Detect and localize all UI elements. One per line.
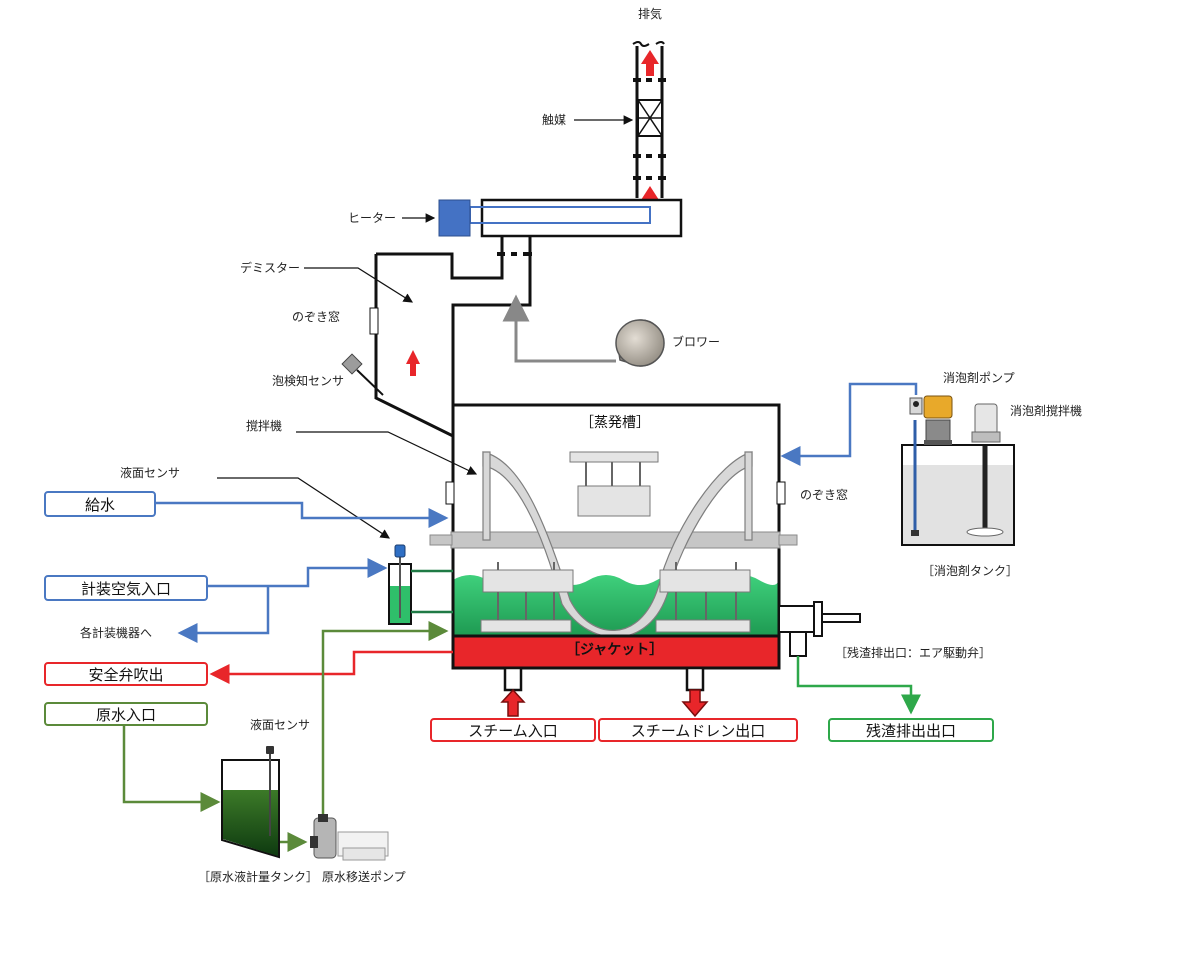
raw-metering-tank xyxy=(221,746,280,859)
demister-column xyxy=(374,236,532,438)
window-tank-left xyxy=(445,481,455,505)
level-sensor-upper-label: 液面センサ xyxy=(120,466,181,480)
heater-label: ヒーター xyxy=(348,211,397,225)
residue-valve xyxy=(778,601,861,657)
exhaust-label: 排気 xyxy=(638,7,663,21)
evaporation-tank xyxy=(451,403,781,638)
agitator-hardware xyxy=(480,451,751,633)
residue-line xyxy=(796,656,921,715)
window-left-label: のぞき窓 xyxy=(292,310,341,324)
residue-outlet-box: 残渣排出出口 xyxy=(828,718,994,742)
raw-transfer-pump xyxy=(310,814,389,861)
agitator-shaft xyxy=(450,531,781,549)
agitator-blades xyxy=(482,451,753,638)
steam-in-arrow xyxy=(500,688,526,717)
agitator-label: 撹拌機 xyxy=(246,419,283,433)
level-sensor-column xyxy=(388,544,412,625)
defoamer-pump xyxy=(909,395,953,445)
heater-block xyxy=(438,199,471,237)
agitator-leader xyxy=(296,431,478,475)
raw-tank-label: ［原水液計量タンク］ xyxy=(198,870,319,884)
foam-sensor xyxy=(341,353,384,396)
window-left-glass xyxy=(369,307,379,335)
instrument-branch-line xyxy=(177,586,270,643)
defoamer-agitator-label: 消泡剤撹拌機 xyxy=(1010,404,1083,418)
catalyst-element xyxy=(637,99,663,137)
blower-air-line xyxy=(502,294,616,363)
duct-flange xyxy=(497,252,532,256)
tank-title: ［蒸発槽］ xyxy=(580,415,650,431)
raw-transfer-line xyxy=(321,621,449,816)
demister-label: デミスター xyxy=(240,261,301,275)
blower xyxy=(615,319,665,367)
level-sensor-lower-label: 液面センサ xyxy=(250,718,311,732)
residue-valve-label: ［残渣排出口：エア駆動弁］ xyxy=(835,646,992,660)
window-tank-right xyxy=(776,481,786,505)
instrument-air-line xyxy=(208,558,388,588)
raw-water-line xyxy=(122,724,221,812)
demister-leader xyxy=(304,267,414,303)
water-supply-box: 給水 xyxy=(44,491,156,517)
jacket-title: ［ジャケット］ xyxy=(566,642,664,658)
foam-sensor-label: 泡検知センサ xyxy=(272,374,345,388)
window-right-label: のぞき窓 xyxy=(800,488,849,502)
heater-duct xyxy=(469,198,683,238)
safety-valve-line xyxy=(209,650,453,684)
safety-valve-box: 安全弁吹出 xyxy=(44,662,208,686)
instrument-devices-label: 各計装機器へ xyxy=(80,626,153,640)
water-supply-line xyxy=(156,501,449,528)
rising-vapor-arrow xyxy=(406,350,420,376)
blower-label: ブロワー xyxy=(672,335,721,349)
steam-inlet-box: スチーム入口 xyxy=(430,718,596,742)
catalyst-label: 触媒 xyxy=(542,113,567,127)
agitator-springs xyxy=(497,462,737,620)
defoamer-agitator xyxy=(971,403,1001,443)
jacket-nozzles xyxy=(503,666,705,692)
steam-drain-box: スチームドレン出口 xyxy=(598,718,798,742)
raw-pump-label: 原水移送ポンプ xyxy=(322,870,406,884)
steam-drain-arrow xyxy=(681,689,709,718)
instrument-air-box: 計装空気入口 xyxy=(44,575,208,601)
defoamer-line xyxy=(780,382,918,466)
defoamer-tank-label: ［消泡剤タンク］ xyxy=(922,564,1019,578)
defoamer-tank xyxy=(901,420,1015,546)
raw-water-inlet-box: 原水入口 xyxy=(44,702,208,726)
exhaust-arrow xyxy=(641,50,659,76)
defoamer-pump-label: 消泡剤ポンプ xyxy=(943,371,1015,385)
